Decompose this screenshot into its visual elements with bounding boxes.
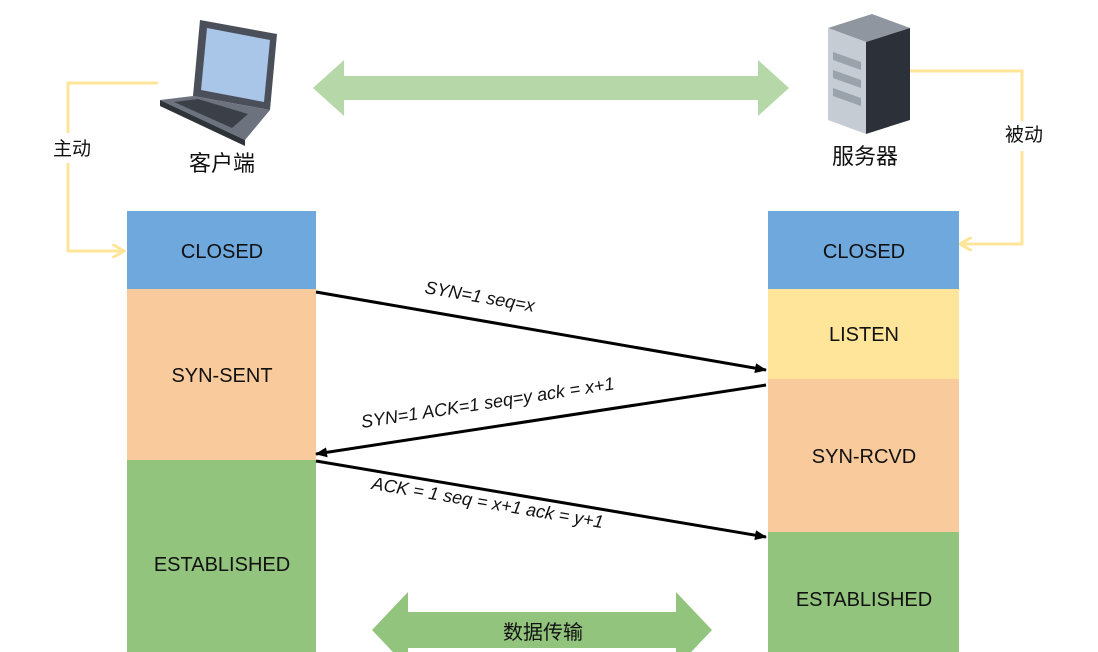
server-state-listen-label: LISTEN	[829, 324, 899, 346]
laptop-icon	[160, 20, 277, 146]
server-state-column: CLOSED LISTEN SYN-RCVD ESTABLISHED	[768, 211, 959, 652]
server-icon	[828, 14, 910, 134]
syn-ack-message-arrow	[315, 383, 767, 458]
client-state-closed-label: CLOSED	[181, 241, 263, 263]
syn-ack-message-label: SYN=1 ACK=1 seq=y ack = x+1	[360, 373, 616, 431]
client-state-established-label: ESTABLISHED	[154, 554, 290, 576]
client-role-label: 主动	[53, 138, 91, 160]
syn-message-arrow	[315, 290, 767, 374]
server-label: 服务器	[832, 145, 898, 170]
server-state-closed	[768, 211, 959, 289]
client-role-arrow	[66, 81, 158, 251]
server-state-syn-rcvd	[768, 379, 959, 532]
client-state-established	[127, 460, 316, 652]
connection-double-arrow	[313, 60, 789, 116]
client-state-syn-sent-label: SYN-SENT	[171, 365, 272, 387]
client-state-syn-sent	[127, 289, 316, 460]
server-state-established-label: ESTABLISHED	[796, 589, 932, 611]
client-label: 客户端	[189, 152, 255, 177]
server-state-syn-rcvd-label: SYN-RCVD	[812, 446, 916, 468]
ack-message-arrow	[315, 459, 767, 541]
server-state-closed-label: CLOSED	[823, 241, 905, 263]
server-state-listen	[768, 289, 959, 379]
client-state-column: CLOSED SYN-SENT ESTABLISHED	[127, 211, 316, 652]
data-transfer-label: 数据传输	[503, 620, 583, 644]
data-transfer-double-arrow	[372, 592, 712, 652]
server-role-arrow	[910, 69, 1024, 244]
server-role-label: 被动	[1005, 124, 1043, 146]
client-state-closed	[127, 211, 316, 289]
syn-message-label: SYN=1 seq=x	[423, 277, 537, 316]
server-state-established	[768, 532, 959, 652]
